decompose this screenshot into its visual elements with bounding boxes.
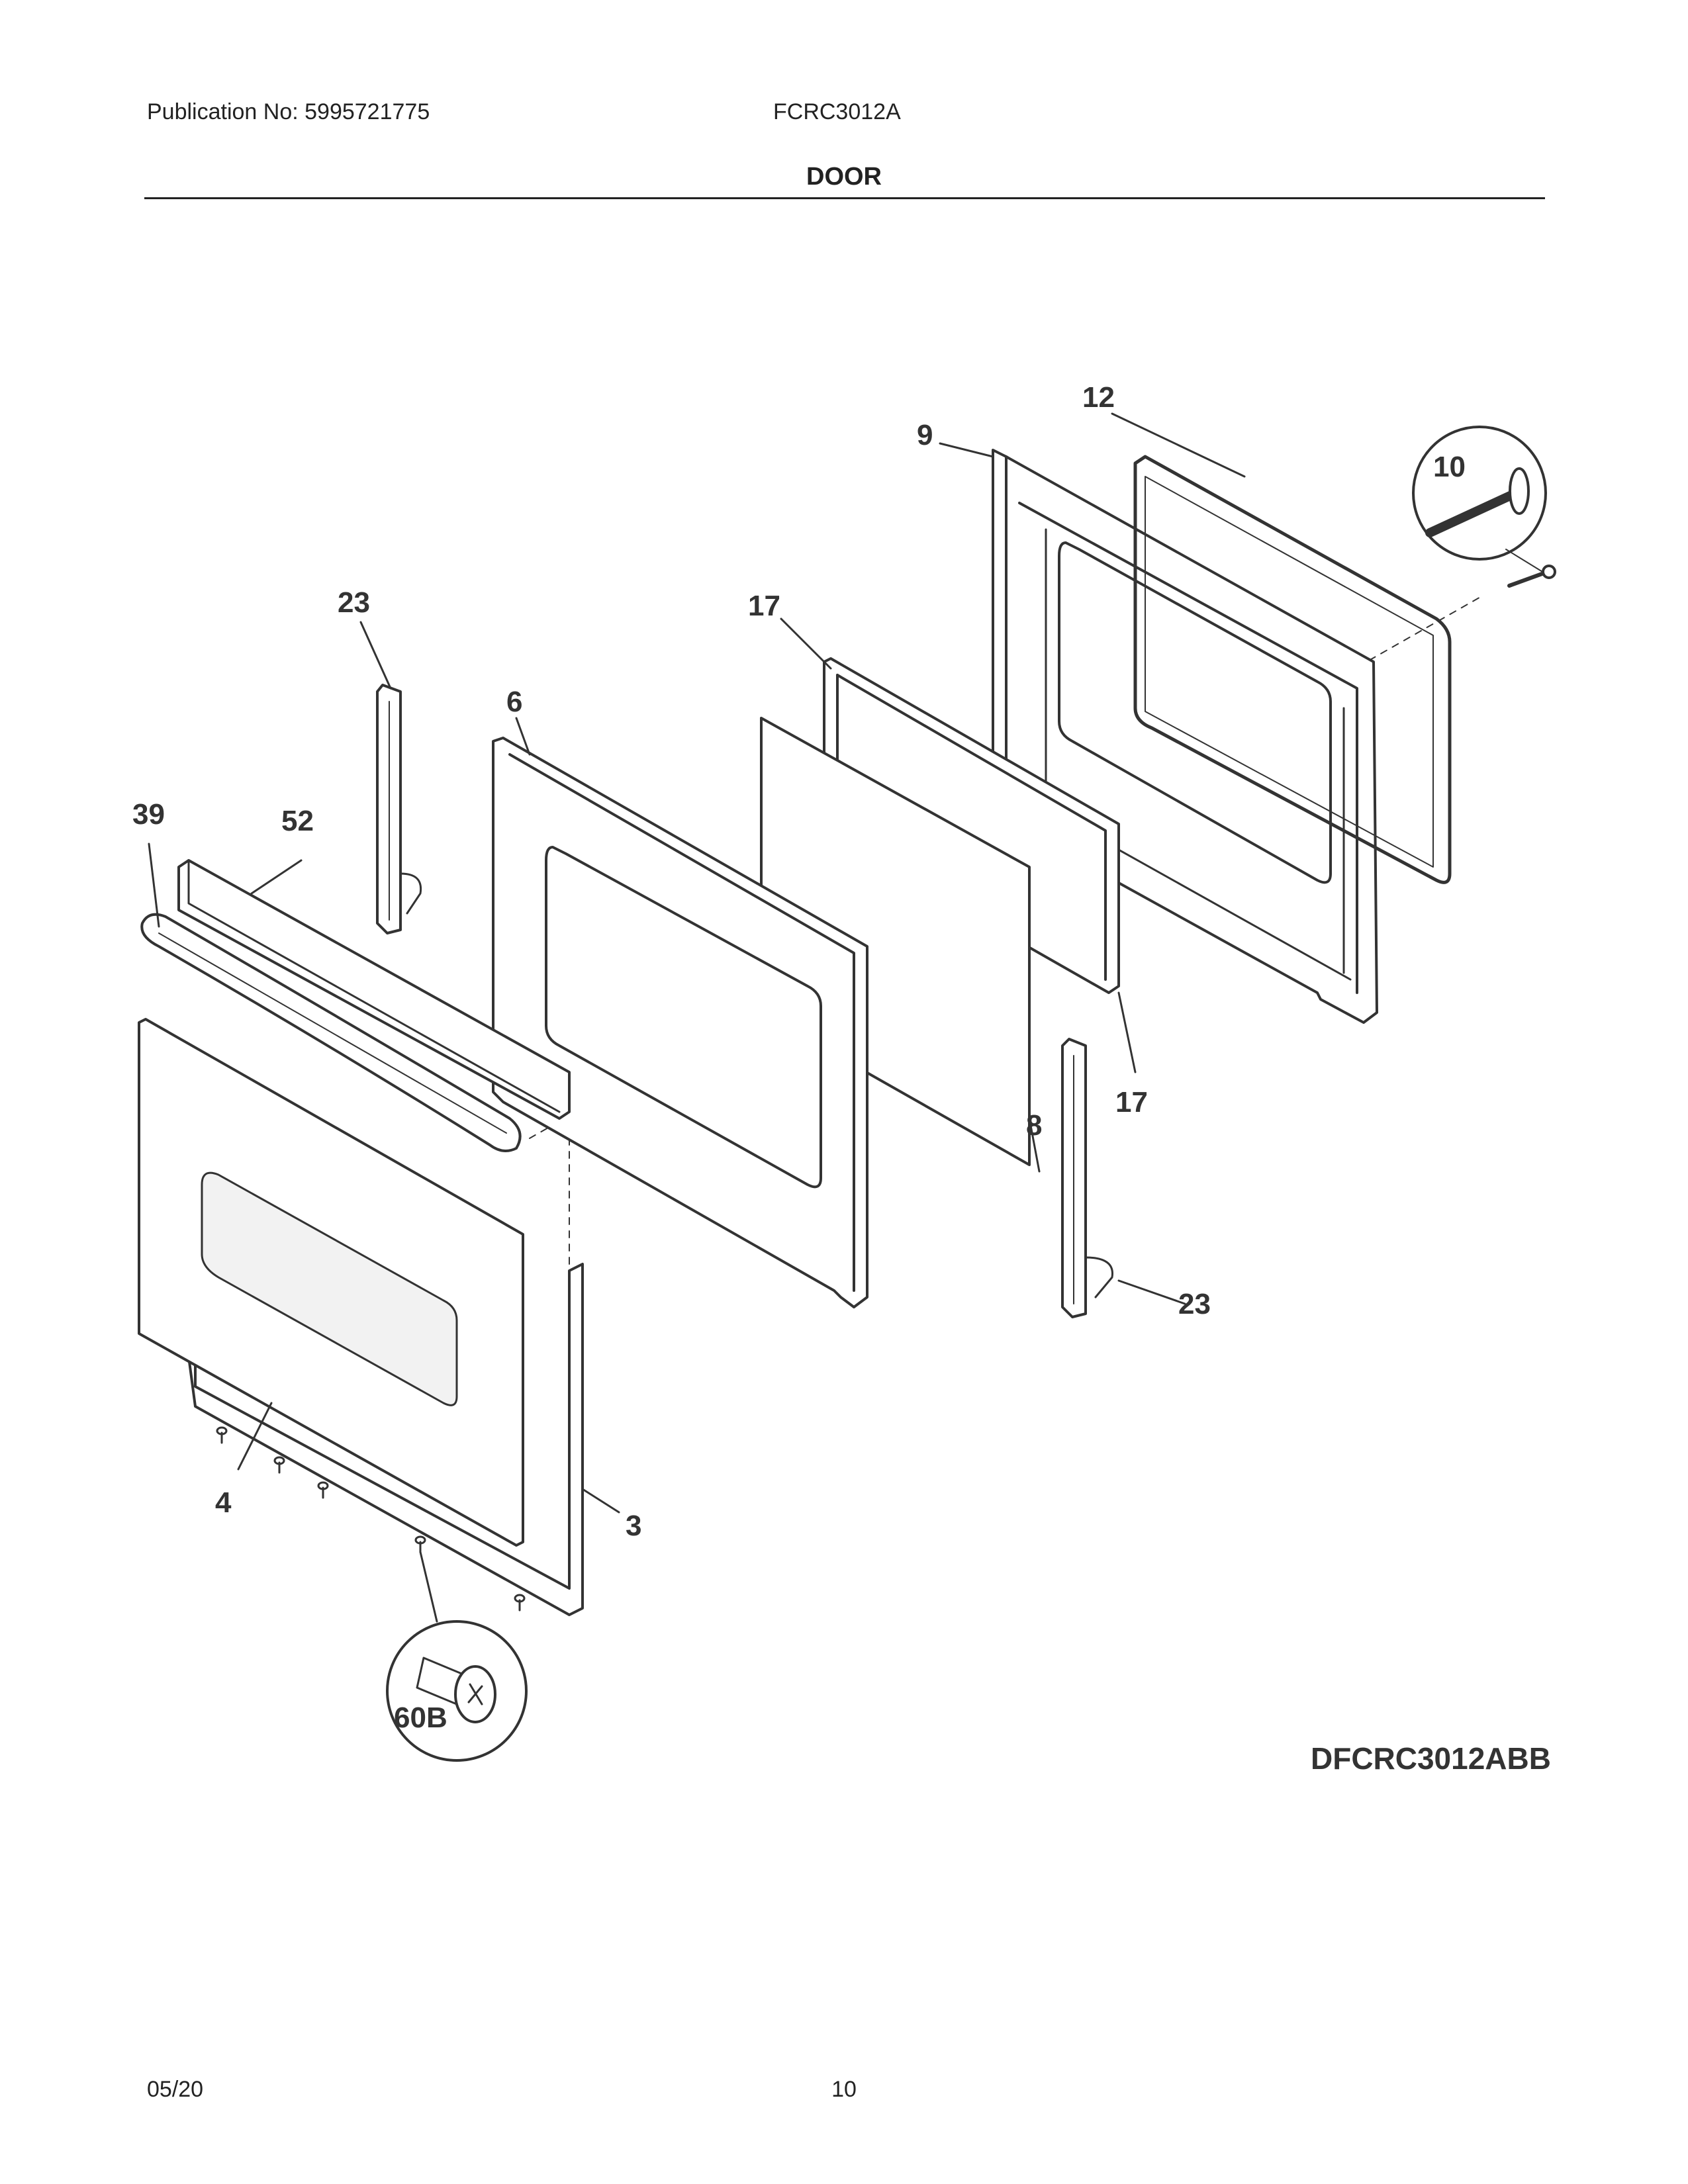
door-gasket-inner <box>1145 476 1434 868</box>
screws <box>216 1426 526 1612</box>
bolt-detail-circle <box>1412 426 1556 588</box>
door-handle-inner <box>158 933 507 1134</box>
callout-3: 3 <box>626 1510 641 1542</box>
side-trim <box>187 1263 584 1616</box>
callout-60b: 60B <box>394 1702 447 1734</box>
callout-6: 6 <box>506 686 522 718</box>
callout-8: 8 <box>1026 1109 1042 1142</box>
diagram-reference-code: DFCRC3012ABB <box>1311 1741 1551 1776</box>
callout-17-top: 17 <box>748 590 780 622</box>
outer-door-panel <box>138 1018 524 1547</box>
callout-17-bottom: 17 <box>1115 1086 1148 1118</box>
callout-4: 4 <box>215 1486 232 1519</box>
leader-lines <box>148 412 1246 1623</box>
hinge-bottom <box>1061 1038 1113 1318</box>
callout-23-bottom: 23 <box>1178 1288 1211 1320</box>
page-number: 10 <box>831 2077 857 2102</box>
hinge-top <box>376 684 422 934</box>
door-gasket <box>1133 455 1452 884</box>
inner-door-panel <box>992 449 1378 1024</box>
footer-date: 05/20 <box>147 2077 204 2102</box>
section-title: DOOR <box>806 163 882 191</box>
publication-number: Publication No: 5995721775 <box>147 99 430 124</box>
callout-52: 52 <box>281 805 314 837</box>
callout-9: 9 <box>917 419 933 451</box>
door-frame <box>492 737 868 1308</box>
handle-trim-edge <box>187 859 561 1113</box>
model-number: FCRC3012A <box>773 99 901 124</box>
callout-12: 12 <box>1082 381 1115 414</box>
header-rule <box>144 197 1545 199</box>
callout-23-top: 23 <box>338 586 370 619</box>
callout-39: 39 <box>132 798 165 831</box>
screw-detail-circle <box>386 1620 528 1762</box>
callout-10: 10 <box>1433 451 1466 483</box>
